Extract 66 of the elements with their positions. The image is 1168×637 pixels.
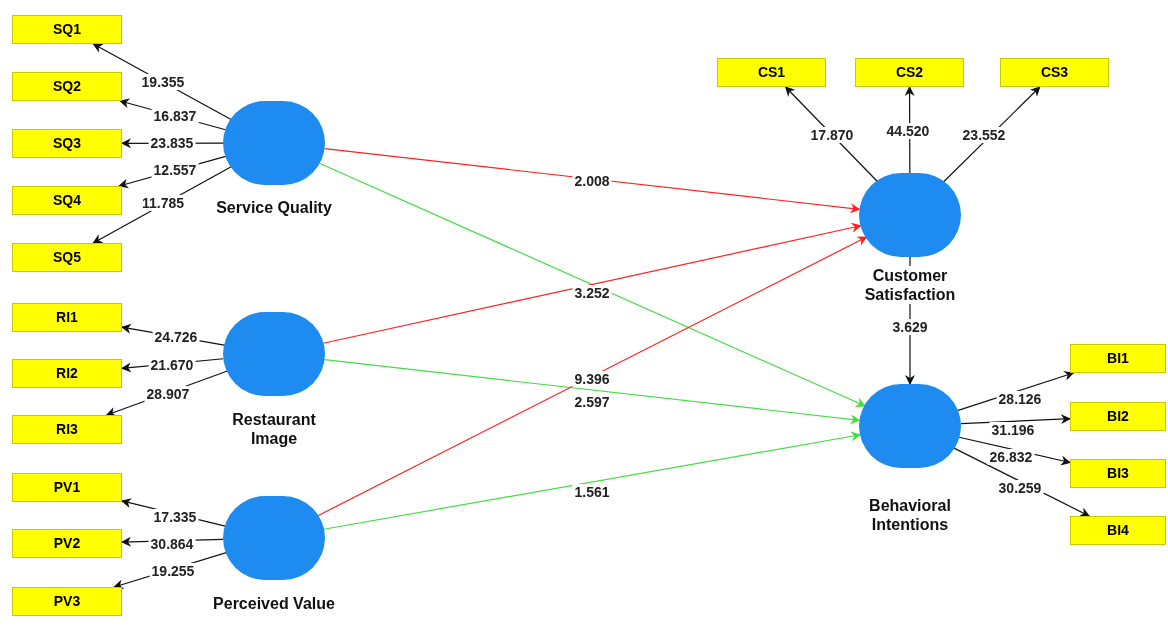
indicator-label: CS3: [1040, 63, 1069, 82]
indicator-label: CS2: [895, 63, 924, 82]
indicator-box: [12, 303, 122, 332]
indicator-box: [1070, 516, 1166, 545]
indicator-label: BI3: [1107, 464, 1129, 483]
indicator-box: [12, 529, 122, 558]
indicator-label: RI2: [56, 364, 78, 383]
indicator-label: BI1: [1107, 349, 1129, 368]
edge-label: 17.335: [151, 509, 199, 525]
indicator-box: [12, 72, 122, 101]
indicator-box: [717, 58, 826, 87]
indicator-box: [855, 58, 964, 87]
indicator-box: [12, 129, 122, 158]
indicator-label: BI2: [1107, 407, 1129, 426]
indicator-box: [12, 415, 122, 444]
indicator-label: SQ1: [53, 20, 81, 39]
edge-label: 17.870: [808, 127, 856, 143]
indicator-label: CS1: [757, 63, 786, 82]
indicator-label: PV2: [53, 534, 81, 553]
edge-label: 19.255: [149, 563, 197, 579]
edge-label: 3.629: [890, 319, 930, 335]
indicator-label: PV3: [53, 592, 81, 611]
indicator-box: [12, 243, 122, 272]
edge-label: 23.552: [960, 127, 1008, 143]
arrow: [323, 359, 861, 425]
edge-label: 2.597: [572, 394, 612, 410]
indicator-box: [1070, 402, 1166, 431]
edge-label: 1.561: [572, 484, 612, 500]
arrow: [960, 414, 1071, 425]
edge-label: 21.670: [148, 357, 196, 373]
indicator-label: SQ5: [53, 248, 81, 267]
indicator-box: [1070, 344, 1166, 373]
edge-label: 28.126: [996, 391, 1044, 407]
edge-label: 30.259: [996, 480, 1044, 496]
edge-label: 44.520: [884, 123, 932, 139]
edge-label: 2.008: [572, 173, 612, 189]
edge-label: 31.196: [989, 422, 1037, 438]
arrow: [316, 236, 868, 517]
edge-label: 3.252: [572, 285, 612, 301]
arrow: [318, 162, 867, 407]
indicator-box: [12, 15, 122, 44]
indicator-label: BI4: [1107, 521, 1129, 540]
indicator-label: RI1: [56, 308, 78, 327]
edge-label: 30.864: [148, 536, 196, 552]
edge-label: 23.835: [148, 135, 196, 151]
edge-label: 12.557: [151, 162, 199, 178]
edge-label: 24.726: [152, 329, 200, 345]
indicator-box: [12, 359, 122, 388]
edge-label: 28.907: [144, 386, 192, 402]
arrow: [323, 148, 861, 214]
edge-label: 26.832: [987, 449, 1035, 465]
indicator-label: SQ4: [53, 191, 81, 210]
indicator-label: SQ3: [53, 134, 81, 153]
arrow: [322, 222, 862, 344]
indicator-box: [1070, 459, 1166, 488]
indicator-label: SQ2: [53, 77, 81, 96]
indicator-box: [12, 587, 122, 616]
indicator-box: [12, 186, 122, 215]
indicator-box: [12, 473, 122, 502]
edge-label: 16.837: [151, 108, 199, 124]
edge-label: 11.785: [139, 195, 187, 211]
indicator-label: PV1: [53, 478, 81, 497]
edge-label: 9.396: [572, 371, 612, 387]
edge-label: 19.355: [139, 74, 187, 90]
indicator-label: RI3: [56, 420, 78, 439]
indicator-box: [1000, 58, 1109, 87]
